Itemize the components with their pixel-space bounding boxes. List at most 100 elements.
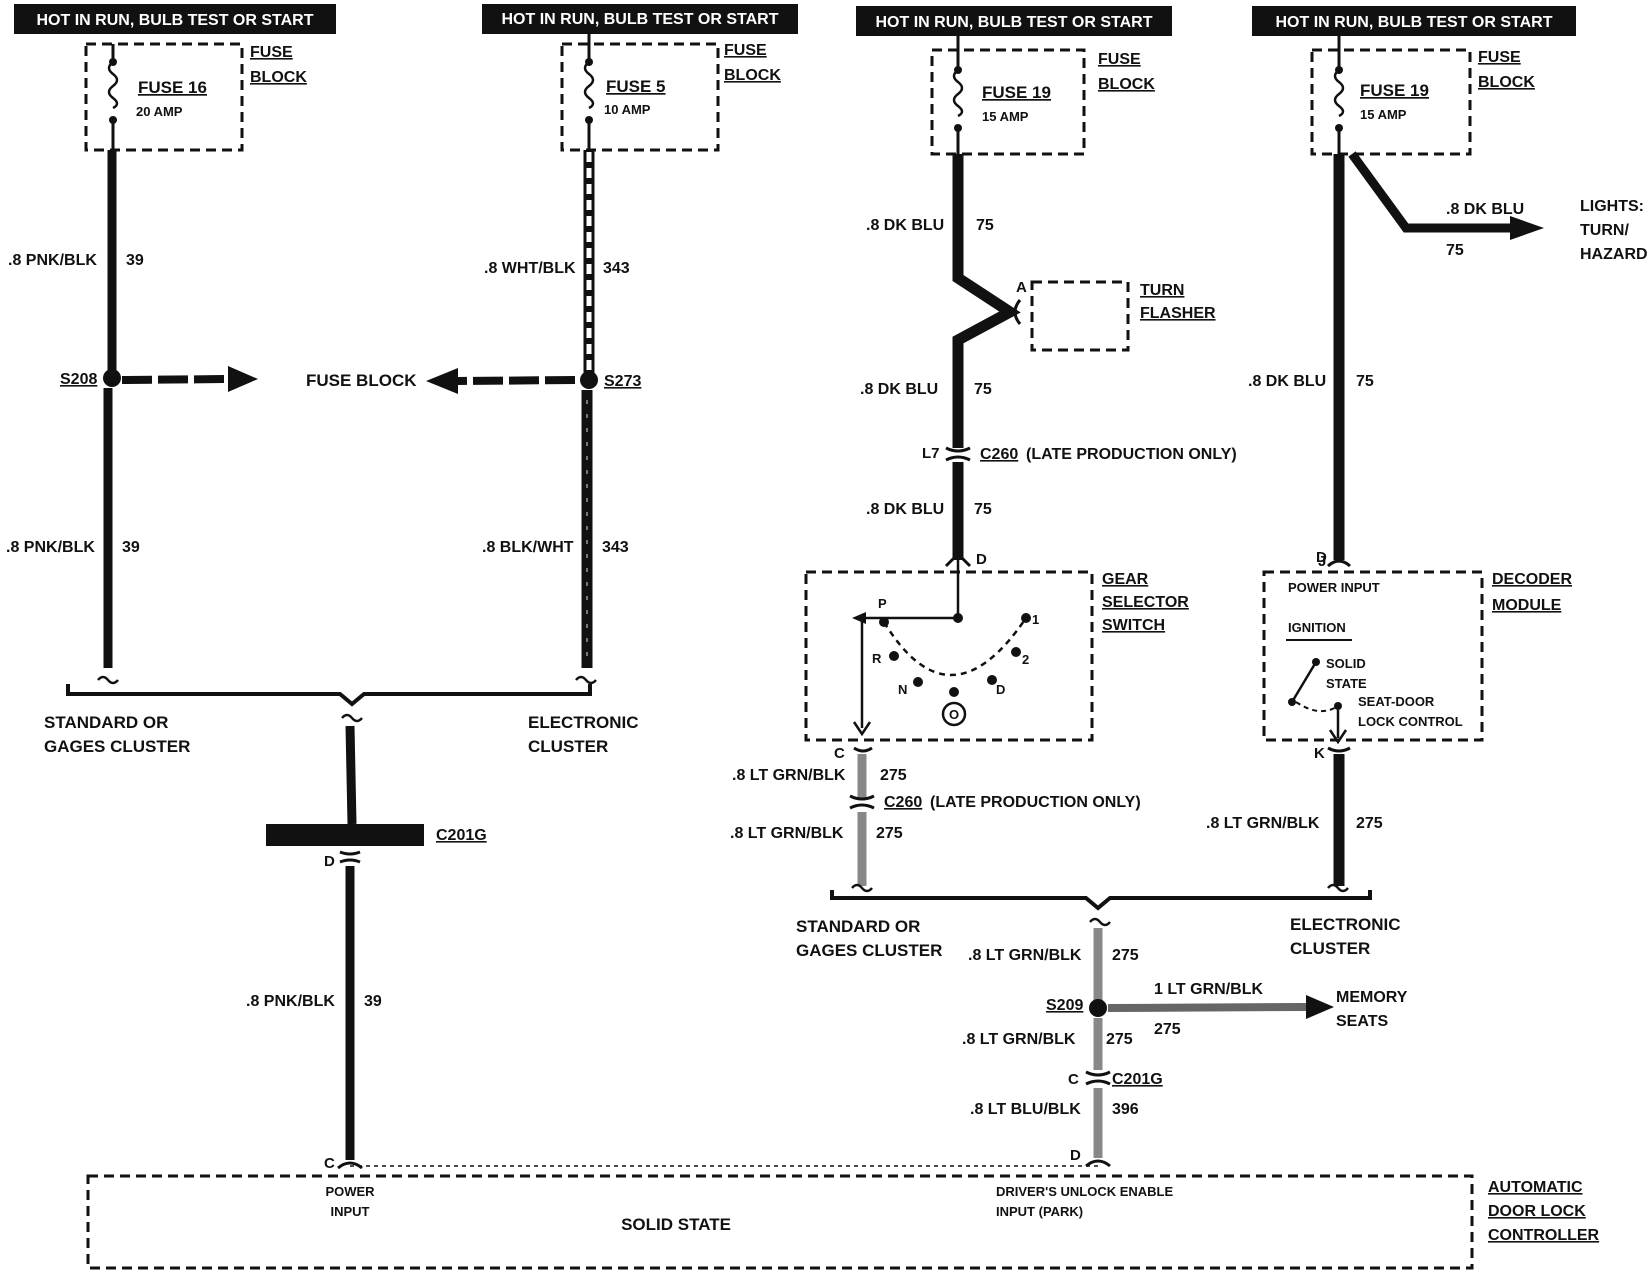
svg-text:STANDARD OR: STANDARD OR	[44, 713, 168, 732]
svg-text:S209: S209	[1046, 997, 1083, 1014]
svg-text:39: 39	[126, 252, 144, 269]
svg-text:SWITCH: SWITCH	[1102, 617, 1165, 634]
fuse-block-ref: FUSE BLOCK	[306, 371, 417, 390]
circuit-343-lower: .8 BLK/WHT 343	[482, 390, 629, 685]
svg-text:C260: C260	[884, 794, 922, 811]
svg-text:.8 BLK/WHT: .8 BLK/WHT	[482, 539, 574, 556]
fuse-16-name: FUSE 16	[138, 78, 207, 97]
svg-text:39: 39	[364, 993, 382, 1010]
svg-text:C: C	[1068, 1071, 1079, 1088]
svg-text:.8 PNK/BLK: .8 PNK/BLK	[246, 993, 335, 1010]
fuse-19a-name: FUSE 19	[982, 83, 1051, 102]
power-bar-3: HOT IN RUN, BULB TEST OR START	[856, 6, 1172, 36]
svg-text:.8 LT GRN/BLK: .8 LT GRN/BLK	[962, 1031, 1076, 1048]
svg-text:343: 343	[603, 260, 630, 277]
svg-text:D: D	[324, 853, 335, 870]
svg-text:CLUSTER: CLUSTER	[1290, 939, 1370, 958]
cluster-brace-left: STANDARD OR GAGES CLUSTER ELECTRONIC CLU…	[44, 684, 639, 756]
svg-text:K: K	[1314, 745, 1325, 762]
gear-selector-switch: P R N O D 2 1 GEAR SELECTOR SWITCH	[804, 551, 1189, 742]
door-lock-controller: POWER INPUT SOLID STATE DRIVER'S UNLOCK …	[86, 1165, 1600, 1270]
svg-text:2: 2	[1022, 652, 1029, 667]
svg-text:LOCK CONTROL: LOCK CONTROL	[1358, 714, 1463, 729]
svg-text:TURN: TURN	[1140, 282, 1184, 299]
svg-text:.8 WHT/BLK: .8 WHT/BLK	[484, 260, 576, 277]
power-bar-2: HOT IN RUN, BULB TEST OR START	[482, 4, 798, 34]
svg-text:C201G: C201G	[436, 827, 487, 844]
fuse-19b-block: FUSE 19 15 AMP FUSE BLOCK	[1310, 36, 1535, 156]
power-bar-4: HOT IN RUN, BULB TEST OR START	[1252, 6, 1576, 36]
svg-text:GAGES CLUSTER: GAGES CLUSTER	[44, 737, 190, 756]
svg-text:C260: C260	[980, 446, 1018, 463]
cluster-brace-right: STANDARD OR GAGES CLUSTER ELECTRONIC CLU…	[796, 890, 1401, 960]
fuse-5-name: FUSE 5	[606, 77, 666, 96]
svg-text:.8 DK BLU: .8 DK BLU	[866, 501, 944, 518]
fuse-19b-name: FUSE 19	[1360, 81, 1429, 100]
fuse-16-rating: 20 AMP	[136, 104, 183, 119]
power-bar-1: HOT IN RUN, BULB TEST OR START	[14, 4, 336, 34]
svg-text:D: D	[1070, 1147, 1081, 1164]
svg-text:C201G: C201G	[1112, 1071, 1163, 1088]
svg-text:C: C	[324, 1155, 335, 1172]
svg-text:HOT IN RUN, BULB TEST OR START: HOT IN RUN, BULB TEST OR START	[36, 12, 313, 29]
svg-text:SOLID STATE: SOLID STATE	[621, 1215, 731, 1234]
svg-text:.8 LT BLU/BLK: .8 LT BLU/BLK	[970, 1101, 1081, 1118]
svg-text:.8 DK BLU: .8 DK BLU	[1446, 201, 1524, 218]
svg-text:LIGHTS:: LIGHTS:	[1580, 198, 1644, 215]
svg-text:275: 275	[876, 825, 903, 842]
svg-text:AUTOMATIC: AUTOMATIC	[1488, 1179, 1583, 1196]
circuit-39-lower: .8 PNK/BLK 39	[6, 388, 140, 685]
svg-text:ELECTRONIC: ELECTRONIC	[1290, 915, 1401, 934]
svg-text:275: 275	[1112, 947, 1139, 964]
splice-s273: S273	[426, 368, 641, 394]
circuit-75-right: .8 DK BLU 75 LIGHTS: TURN/ HAZARD .8 DK …	[1248, 151, 1648, 568]
svg-text:DRIVER'S UNLOCK ENABLE: DRIVER'S UNLOCK ENABLE	[996, 1184, 1173, 1199]
fuse-19a-rating: 15 AMP	[982, 109, 1029, 124]
circuit-39-to-controller: C201G D .8 PNK/BLK 39 C	[246, 713, 487, 1172]
fuse-16-block: FUSE 16 20 AMP FUSE BLOCK	[84, 42, 307, 152]
svg-text:SELECTOR: SELECTOR	[1102, 594, 1189, 611]
svg-text:C: C	[834, 745, 845, 762]
svg-text:N: N	[898, 682, 907, 697]
svg-text:S208: S208	[60, 371, 97, 388]
svg-text:1 LT GRN/BLK: 1 LT GRN/BLK	[1154, 981, 1263, 998]
fuse-5-rating: 10 AMP	[604, 102, 651, 117]
svg-text:75: 75	[1356, 373, 1374, 390]
svg-text:P: P	[878, 596, 887, 611]
svg-text:POWER: POWER	[325, 1184, 375, 1199]
splice-s208: S208	[60, 366, 258, 392]
fuse-block-label-4a: FUSE	[1478, 49, 1521, 66]
svg-text:.8 LT GRN/BLK: .8 LT GRN/BLK	[730, 825, 844, 842]
fuse-block-label-1b: BLOCK	[250, 69, 307, 86]
svg-text:.8 LT GRN/BLK: .8 LT GRN/BLK	[968, 947, 1082, 964]
svg-text:343: 343	[602, 539, 629, 556]
fuse-block-label-2b: BLOCK	[724, 67, 781, 84]
circuit-275-gear: C .8 LT GRN/BLK 275 C260 (LATE PRODUCTIO…	[730, 745, 1141, 893]
svg-text:D: D	[996, 682, 1005, 697]
svg-text:GAGES CLUSTER: GAGES CLUSTER	[796, 941, 942, 960]
svg-text:L7: L7	[922, 445, 940, 462]
svg-text:DECODER: DECODER	[1492, 571, 1572, 588]
svg-text:D: D	[976, 551, 987, 568]
svg-text:75: 75	[1446, 242, 1464, 259]
fuse-block-label-4b: BLOCK	[1478, 74, 1535, 91]
svg-text:1: 1	[1032, 612, 1039, 627]
svg-text:MEMORY: MEMORY	[1336, 989, 1408, 1006]
svg-text:.8 LT GRN/BLK: .8 LT GRN/BLK	[732, 767, 846, 784]
svg-text:275: 275	[1106, 1031, 1133, 1048]
svg-text:SEATS: SEATS	[1336, 1013, 1388, 1030]
svg-text:CONTROLLER: CONTROLLER	[1488, 1227, 1600, 1244]
svg-text:396: 396	[1112, 1101, 1139, 1118]
svg-text:.8 PNK/BLK: .8 PNK/BLK	[6, 539, 95, 556]
svg-text:O: O	[949, 707, 959, 722]
svg-text:INPUT: INPUT	[331, 1204, 370, 1219]
svg-text:ELECTRONIC: ELECTRONIC	[528, 713, 639, 732]
fuse-block-label-3a: FUSE	[1098, 51, 1141, 68]
circuit-343-upper: .8 WHT/BLK 343	[484, 150, 630, 378]
svg-text:39: 39	[122, 539, 140, 556]
svg-text:275: 275	[880, 767, 907, 784]
fuse-5-block: FUSE 5 10 AMP FUSE BLOCK	[560, 34, 781, 152]
svg-text:CLUSTER: CLUSTER	[528, 737, 608, 756]
svg-text:.8 DK BLU: .8 DK BLU	[866, 217, 944, 234]
